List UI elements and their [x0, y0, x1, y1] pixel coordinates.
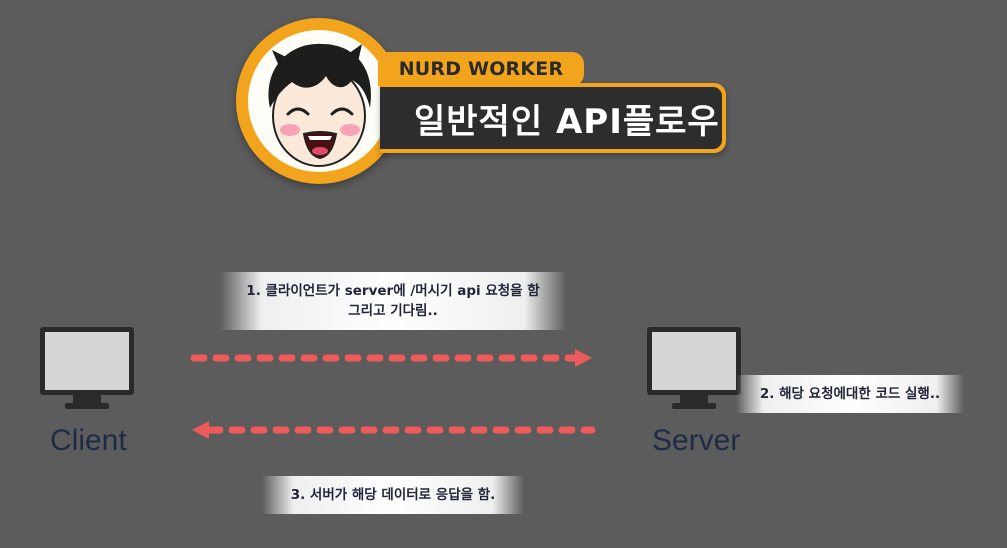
client-monitor-icon — [39, 326, 135, 412]
step2-label: 2. 해당 요청에대한 코드 실행.. — [736, 375, 964, 413]
avatar — [248, 30, 390, 172]
avatar-badge — [236, 18, 402, 184]
cartoon-face-icon — [268, 43, 372, 167]
step3-text: 3. 서버가 해당 데이터로 응답을 함. — [290, 487, 496, 503]
client-label: Client — [50, 424, 127, 457]
step2-text: 2. 해당 요청에대한 코드 실행.. — [759, 386, 941, 402]
step1-label: 1. 클라이언트가 server에 /머시기 api 요청을 함 그리고 기다림… — [220, 272, 566, 330]
step1-line2: 그리고 기다림.. — [348, 303, 438, 319]
step3-label: 3. 서버가 해당 데이터로 응답을 함. — [262, 476, 524, 514]
page-title: 일반적인 API플로우 — [380, 87, 722, 149]
response-arrowhead-icon — [192, 421, 209, 439]
brand-label: NURD WORKER — [378, 52, 584, 86]
step1-line1: 1. 클라이언트가 server에 /머시기 api 요청을 함 — [246, 283, 540, 299]
server-monitor-icon — [646, 326, 742, 412]
title-bar: 일반적인 API플로우 — [380, 83, 726, 153]
request-arrowhead-icon — [575, 349, 592, 367]
server-label: Server — [652, 424, 741, 457]
